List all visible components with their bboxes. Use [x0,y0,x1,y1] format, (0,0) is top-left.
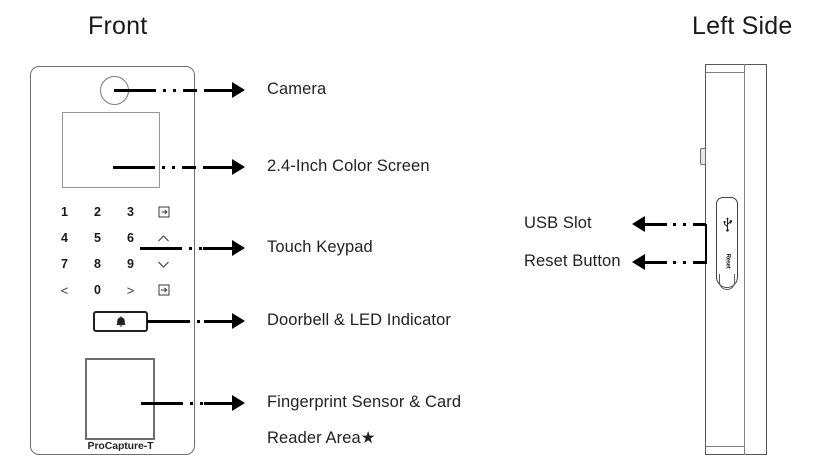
touch-keypad[interactable]: 1 2 3 4 5 6 7 8 9 < 0 > [48,199,180,303]
usb-arrow-icon [632,216,645,232]
keypad-key-0[interactable]: 0 [94,282,101,297]
callout-keypad: Touch Keypad [267,238,373,256]
side-device-tab [700,148,706,165]
callout-camera: Camera [267,80,327,98]
camera-leader-stub [114,89,142,92]
keypad-leader-stub [140,247,168,250]
keypad-key-5[interactable]: 5 [94,230,101,245]
keypad-key-left[interactable]: < [60,282,69,298]
reset-leader-stub [695,261,706,264]
fingerprint-leader-tail [204,402,232,405]
reset-leader-tail [645,261,667,264]
front-view-title: Front [88,12,148,40]
enter-icon[interactable] [147,277,180,303]
camera-leader-tail [204,89,232,92]
side-device-bottom-lip [706,446,745,447]
callout-usb-slot: USB Slot [524,214,592,232]
keypad-key-8[interactable]: 8 [94,256,101,271]
color-screen [62,112,160,188]
fingerprint-arrow-icon [232,395,245,411]
camera-leader-dash [142,89,224,92]
port-capsule-foot [719,274,735,290]
keypad-key-2[interactable]: 2 [94,204,101,219]
camera-arrow-icon [232,82,245,98]
doorbell-leader-dash [176,320,224,323]
keypad-leader-tail [203,247,232,250]
exit-icon[interactable] [147,199,180,225]
fingerprint-leader-stub [141,402,169,405]
doorbell-button[interactable] [93,311,148,332]
keypad-key-7[interactable]: 7 [61,256,68,271]
keypad-key-right[interactable]: > [126,282,135,298]
side-callout-connector [705,224,707,264]
procapture-label: ProCapture-T [87,440,154,452]
side-device-top-lip [706,72,745,73]
usb-leader-dash [652,223,697,226]
screen-arrow-icon [232,159,245,175]
keypad-key-1[interactable]: 1 [61,204,68,219]
reset-leader-dash [652,261,697,264]
side-device-front-edge [705,64,745,455]
callout-doorbell: Doorbell & LED Indicator [267,311,451,329]
fingerprint-leader-dash [169,402,224,405]
reset-arrow-icon [632,254,645,270]
callout-reset-button: Reset Button [524,252,621,270]
usb-leader-tail [645,223,667,226]
side-view-title: Left Side [692,12,793,40]
doorbell-arrow-icon [232,313,245,329]
keypad-leader-dash [168,247,223,250]
reset-button-icon[interactable]: Reset [723,252,732,269]
usb-icon [722,216,733,232]
callout-fingerprint-line2: Reader Area★ [267,429,376,447]
fingerprint-sensor-area[interactable] [85,358,155,440]
doorbell-leader-tail [204,320,232,323]
screen-leader-stub [113,166,141,169]
reset-icon-label: Reset [724,253,731,268]
up-arrow-icon[interactable] [147,225,180,251]
keypad-key-6[interactable]: 6 [127,230,134,245]
screen-leader-dash [141,166,223,169]
callout-fingerprint-line1: Fingerprint Sensor & Card [267,393,462,411]
usb-leader-stub [695,223,706,226]
keypad-key-4[interactable]: 4 [61,230,68,245]
keypad-key-9[interactable]: 9 [127,256,134,271]
down-arrow-icon[interactable] [147,251,180,277]
keypad-arrow-icon [232,240,245,256]
doorbell-leader-stub [147,320,176,323]
callout-screen: 2.4-Inch Color Screen [267,157,430,175]
keypad-key-3[interactable]: 3 [127,204,134,219]
screen-leader-tail [203,166,232,169]
bell-icon [115,315,127,328]
